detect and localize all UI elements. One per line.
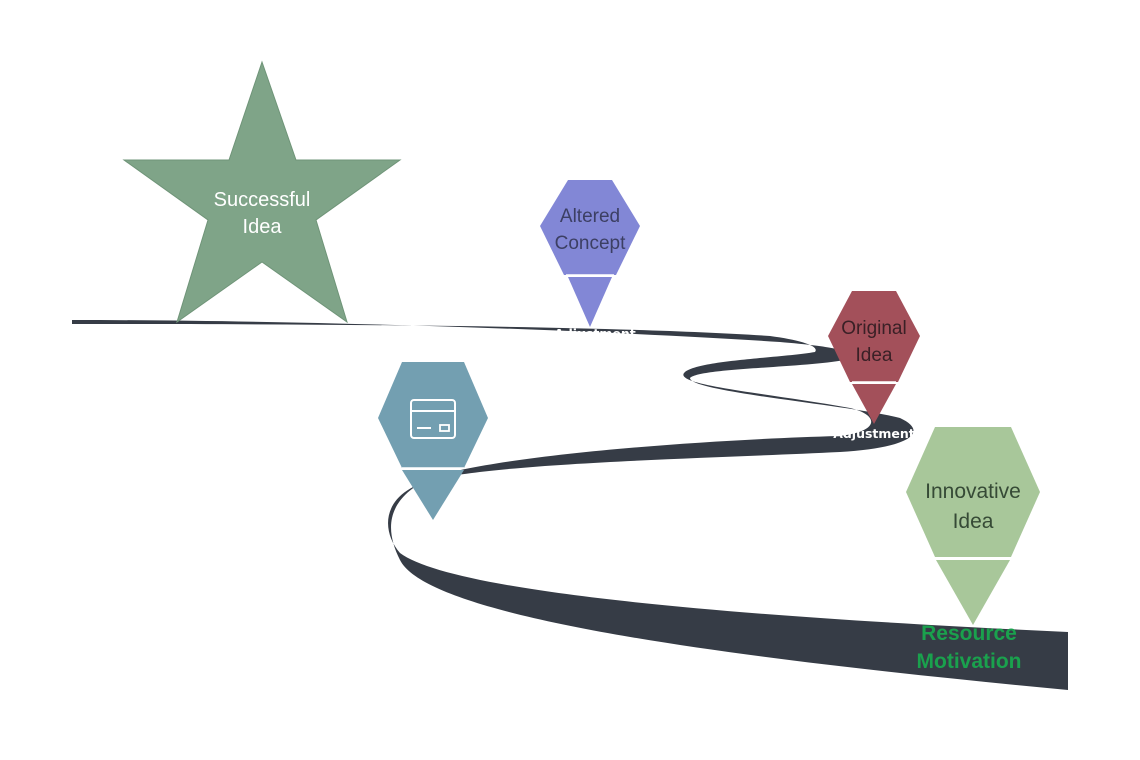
- pin-small-step: [378, 362, 488, 520]
- pin-label-innovative-idea: Idea: [953, 510, 994, 533]
- road-label-adjustment-mid: Adjustment: [833, 426, 915, 441]
- road: [72, 320, 1068, 690]
- road-label-adjustment-top: Adjustment: [554, 326, 636, 341]
- credit-card-icon: [410, 399, 456, 439]
- label-motivation: Motivation: [917, 650, 1022, 673]
- star-label-line2: Idea: [243, 216, 283, 238]
- pin-label-altered: Altered: [560, 206, 620, 227]
- pin-label-concept: Concept: [555, 233, 626, 254]
- pin-label-innovative: Innovative: [925, 480, 1021, 503]
- road-label-small-step: Small Step: [407, 524, 483, 539]
- label-resource: Resource: [921, 622, 1017, 645]
- pin-innovative-idea: Innovative Idea: [906, 427, 1040, 625]
- pin-label-idea: Idea: [856, 345, 893, 366]
- star-shape: [122, 60, 402, 324]
- star-label-line1: Successful: [214, 189, 311, 211]
- pin-label-original: Original: [841, 318, 906, 339]
- pin-original-idea: Original Idea: [828, 291, 920, 424]
- pin-altered-concept: Altered Concept: [540, 180, 640, 327]
